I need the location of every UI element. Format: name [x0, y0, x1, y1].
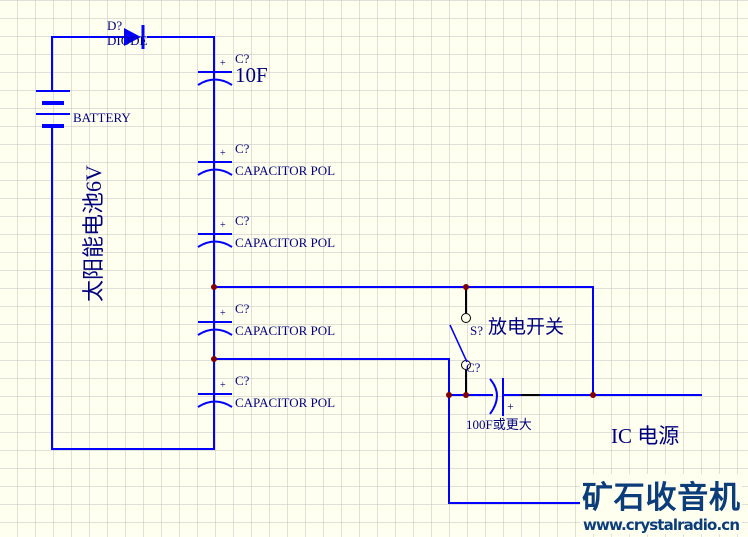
wire-left-top [51, 36, 124, 90]
capacitor: + C? CAPACITOR POL [197, 213, 335, 250]
wire-loop [51, 36, 215, 450]
plus-sign: + [220, 380, 226, 391]
solar-cell-label: 太阳能电池6V [81, 165, 106, 302]
plus-sign: + [220, 148, 226, 159]
capacitor: + C? CAPACITOR POL [197, 141, 335, 178]
out-cap-value: 100F或更大 [466, 417, 532, 432]
capacitor: + C? CAPACITOR POL [197, 373, 335, 410]
out-cap-designator: C? [466, 360, 481, 375]
battery-label: BATTERY [73, 110, 131, 125]
watermark-title: 矿石收音机 [582, 480, 740, 516]
cap-designator: C? [235, 301, 250, 316]
diode-label: DIODE [107, 33, 147, 48]
cap-designator: C? [235, 141, 250, 156]
diode-icon [124, 28, 141, 46]
cap-value: CAPACITOR POL [235, 395, 335, 410]
ic-power-label: IC 电源 [611, 424, 679, 448]
plus-sign: + [220, 220, 226, 231]
diode: D? DIODE [107, 18, 147, 49]
diode-designator: D? [107, 18, 122, 33]
battery: BATTERY [36, 90, 131, 128]
capacitor: + C? 10F [197, 51, 268, 87]
cap-value: CAPACITOR POL [235, 323, 335, 338]
wire-upper-bus [214, 286, 594, 395]
watermark-url: www.crystalradio.cn [583, 516, 740, 534]
plus-sign: + [220, 58, 226, 69]
wires [51, 36, 702, 504]
discharge-switch: S? 放电开关 C? [449, 313, 564, 375]
junctions [211, 284, 596, 398]
switch-designator: S? [470, 323, 483, 338]
plus-sign: + [220, 308, 226, 319]
output-capacitor: + 100F或更大 [466, 378, 532, 432]
cap-value: CAPACITOR POL [235, 235, 335, 250]
watermark-logo: 矿石收音机 www.crystalradio.cn [580, 474, 742, 534]
cap-value: 10F [235, 63, 268, 87]
cap-value: CAPACITOR POL [235, 163, 335, 178]
cap-designator: C? [235, 213, 250, 228]
cap-designator: C? [235, 51, 250, 66]
switch-label: 放电开关 [488, 316, 564, 338]
cap-designator: C? [235, 373, 250, 388]
capacitor: + C? CAPACITOR POL [197, 301, 335, 338]
plus-sign: + [507, 399, 514, 413]
capacitor-stack: + C? 10F + C? CAPACITOR POL + C? CAPACIT… [197, 51, 335, 410]
wire-lower-bus [214, 358, 583, 504]
